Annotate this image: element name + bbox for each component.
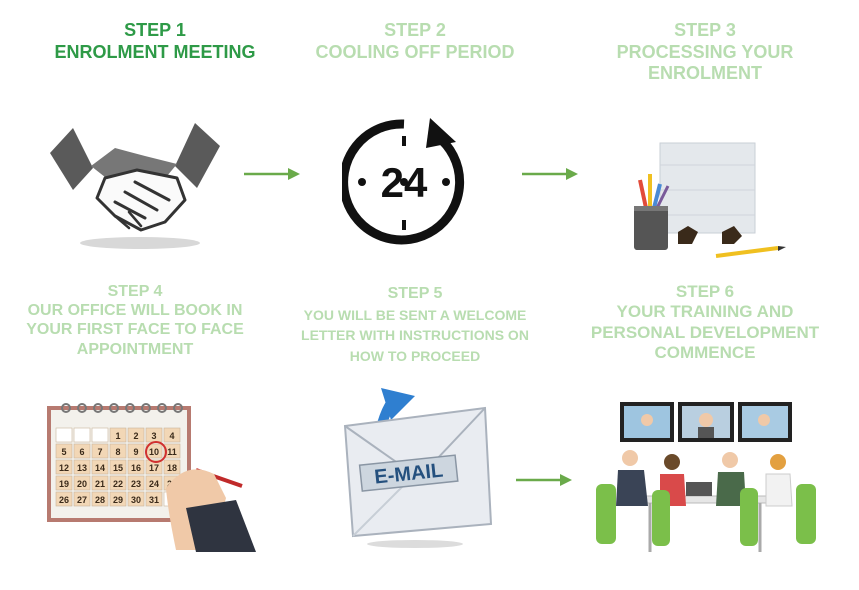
arrow-right-icon: [244, 168, 300, 180]
calendar-day: 26: [59, 495, 69, 505]
clock-24-icon: 24: [342, 118, 465, 245]
step-1-number: STEP 1: [124, 20, 186, 40]
calendar-day: 7: [97, 447, 102, 457]
calendar-day: 6: [79, 447, 84, 457]
calendar-cell: [163, 459, 181, 475]
calendar-day: 20: [77, 479, 87, 489]
calendar-day: 12: [59, 463, 69, 473]
calendar-cell: [109, 459, 127, 475]
calendar-cell: [91, 491, 109, 507]
calendar-day: 10: [149, 447, 159, 457]
paperwork-stack-icon: [634, 142, 786, 258]
calendar-cell: [163, 443, 181, 459]
team-meeting-icon: [596, 402, 816, 552]
calendar-cell: [109, 427, 127, 443]
step-4-number: STEP 4: [107, 283, 163, 300]
step-5-title: YOU WILL BE SENT A WELCOME LETTER WITH I…: [301, 307, 529, 364]
calendar-cell: [145, 475, 163, 491]
step-1-heading: STEP 1 ENROLMENT MEETING: [10, 20, 300, 63]
calendar-cell: [73, 427, 91, 443]
calendar-circled-day: [145, 441, 167, 463]
calendar-cell: [73, 459, 91, 475]
calendar-cell: [73, 491, 91, 507]
step-1-title: ENROLMENT MEETING: [54, 41, 256, 62]
calendar-cell: [73, 443, 91, 459]
calendar-day: 18: [167, 463, 177, 473]
step-2-number: STEP 2: [384, 20, 446, 40]
calendar-day: 31: [149, 495, 159, 505]
calendar-cell: [127, 459, 145, 475]
calendar-cell: [163, 427, 181, 443]
email-envelope-icon: E-MAIL: [343, 388, 493, 548]
calendar-day: 28: [95, 495, 105, 505]
calendar-day: 30: [131, 495, 141, 505]
calendar-cell: [109, 475, 127, 491]
step-4-heading: STEP 4 OUR OFFICE WILL BOOK IN YOUR FIRS…: [10, 282, 260, 359]
calendar-day: 5: [61, 447, 66, 457]
calendar-cell: [91, 459, 109, 475]
calendar-cell: [127, 475, 145, 491]
calendar-day: 3: [151, 431, 156, 441]
calendar-day: 1: [115, 431, 120, 441]
calendar-day: 24: [149, 479, 159, 489]
calendar-cell: [127, 443, 145, 459]
arrow-right-icon: [516, 474, 572, 486]
calendar-day: 2: [133, 431, 138, 441]
calendar-day: 13: [77, 463, 87, 473]
handshake-icon: [50, 123, 220, 249]
calendar-day: 8: [115, 447, 120, 457]
step-3-title: PROCESSING YOUR ENROLMENT: [616, 41, 794, 84]
calendar-cell: [55, 475, 73, 491]
step-3-heading: STEP 3 PROCESSING YOUR ENROLMENT: [590, 20, 820, 85]
calendar-day: 22: [113, 479, 123, 489]
calendar-day: 9: [133, 447, 138, 457]
step-2-heading: STEP 2 COOLING OFF PERIOD: [290, 20, 540, 63]
step-2-title: COOLING OFF PERIOD: [315, 41, 515, 62]
calendar-day: 21: [95, 479, 105, 489]
calendar-cell: [109, 491, 127, 507]
calendar-day: 27: [77, 495, 87, 505]
calendar-day: 16: [131, 463, 141, 473]
calendar-day: 19: [59, 479, 69, 489]
calendar-cell: [127, 427, 145, 443]
calendar-cell: [55, 443, 73, 459]
calendar-cell: [55, 459, 73, 475]
calendar-day: 15: [113, 463, 123, 473]
calendar-cell: [55, 491, 73, 507]
step-6-heading: STEP 6 YOUR TRAINING AND PERSONAL DEVELO…: [570, 282, 840, 364]
calendar-day: 11: [167, 447, 177, 457]
calendar-cell: [91, 475, 109, 491]
calendar-cell: [73, 475, 91, 491]
calendar-cell: [55, 427, 73, 443]
calendar-day: 29: [113, 495, 123, 505]
calendar-cell: [145, 459, 163, 475]
video-conference-screens-icon: [620, 402, 792, 442]
step-3-number: STEP 3: [674, 20, 736, 40]
step-5-number: STEP 5: [387, 285, 443, 302]
calendar-day: 14: [95, 463, 105, 473]
arrow-right-icon: [522, 168, 578, 180]
calendar-day: 23: [131, 479, 141, 489]
calendar-cell: [127, 491, 145, 507]
calendar-cell: [109, 443, 127, 459]
step-6-title: YOUR TRAINING AND PERSONAL DEVELOPMENT C…: [590, 302, 820, 363]
calendar-cell: [91, 427, 109, 443]
calendar-day: 17: [149, 463, 159, 473]
step-4-title: OUR OFFICE WILL BOOK IN YOUR FIRST FACE …: [26, 302, 244, 358]
clock-label: 24: [381, 159, 428, 206]
step-6-number: STEP 6: [675, 282, 735, 301]
step-5-heading: STEP 5 YOU WILL BE SENT A WELCOME LETTER…: [285, 282, 545, 366]
calendar-cell: [145, 491, 163, 507]
calendar-day: 4: [169, 431, 174, 441]
calendar-cell: [91, 443, 109, 459]
